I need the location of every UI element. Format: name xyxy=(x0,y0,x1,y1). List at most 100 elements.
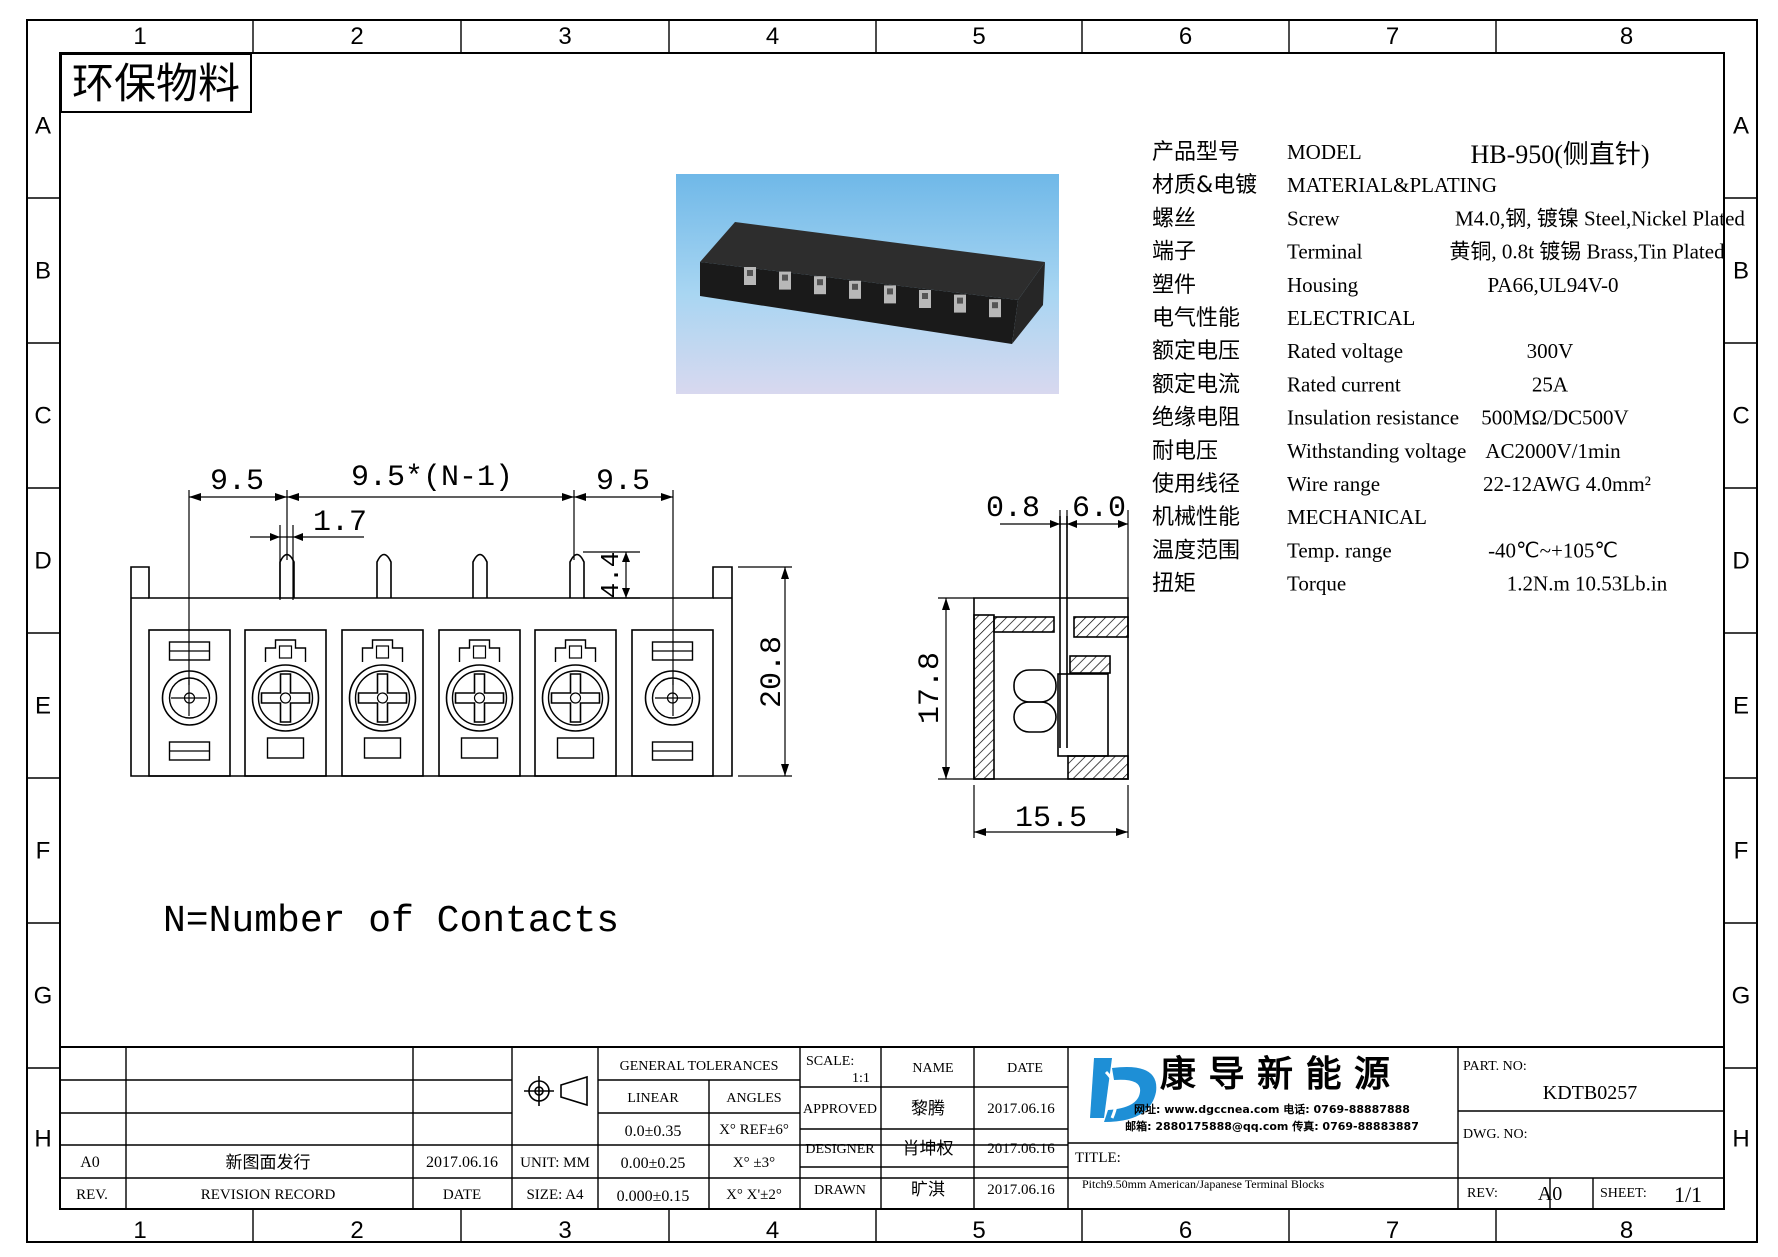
spec-label-cn: 使用线径 xyxy=(1152,472,1240,497)
grid-row-label: A xyxy=(1733,113,1749,140)
spec-value: 500MΩ/DC500V xyxy=(1481,406,1628,430)
spec-label-cn: 绝缘电阻 xyxy=(1152,406,1240,431)
approved-label: APPROVED xyxy=(803,1102,877,1117)
spec-label-en: ELECTRICAL xyxy=(1287,306,1415,330)
terminal-cell xyxy=(534,629,617,777)
note-contacts: N=Number of Contacts xyxy=(163,900,619,943)
grid-col-label: 7 xyxy=(1386,23,1399,50)
spec-label-cn: 温度范围 xyxy=(1152,538,1240,563)
linear-tol: 0.000±0.15 xyxy=(617,1188,690,1205)
front-view xyxy=(130,553,733,777)
designer-label: DESIGNER xyxy=(805,1142,875,1157)
general-tolerances: GENERAL TOLERANCES xyxy=(620,1059,779,1074)
dim-pin-height: 4.4 xyxy=(596,552,626,599)
eco-stamp-box xyxy=(60,53,252,113)
record-header: REVISION RECORD xyxy=(201,1187,336,1203)
outer-border xyxy=(26,19,1758,1243)
title-value: Pitch9.50mm American/Japanese Terminal B… xyxy=(1082,1177,1325,1191)
grid-row-label: C xyxy=(34,403,51,430)
spec-value: PA66,UL94V-0 xyxy=(1488,273,1619,297)
dim-side-width: 6.0 xyxy=(1072,492,1126,526)
grid-col-label: 3 xyxy=(558,1217,571,1244)
grid-col-label: 6 xyxy=(1179,23,1192,50)
grid-col-label: 5 xyxy=(972,1217,985,1244)
spec-label-en: MATERIAL&PLATING xyxy=(1287,173,1497,197)
spec-label-en: Insulation resistance xyxy=(1287,406,1459,430)
grid-row-label: A xyxy=(35,113,51,140)
spec-label-cn: 扭矩 xyxy=(1152,572,1196,597)
spec-label-en: Housing xyxy=(1287,273,1359,297)
grid-col-label: 6 xyxy=(1179,1217,1192,1244)
drawn-name: 旷淇 xyxy=(911,1180,945,1200)
spec-label-en: Rated current xyxy=(1287,372,1401,396)
spec-label-cn: 材质&电镀 xyxy=(1152,173,1257,198)
linear-tol: 0.0±0.35 xyxy=(625,1123,682,1140)
dim-side-thickness: 0.8 xyxy=(986,492,1040,526)
grid-col-label: 7 xyxy=(1386,1217,1399,1244)
title-block xyxy=(60,1046,1724,1209)
terminal-cell xyxy=(438,629,521,777)
dim-pin-width: 1.7 xyxy=(313,506,367,540)
grid-row-label: G xyxy=(34,983,53,1010)
dim-side-base: 15.5 xyxy=(1015,802,1087,836)
rev-row-date: 2017.06.16 xyxy=(426,1154,498,1171)
spec-label-cn: 机械性能 xyxy=(1152,505,1240,530)
angle-tol: X° X'±2° xyxy=(726,1187,782,1203)
unit-label: UNIT: MM xyxy=(520,1155,590,1171)
spec-label-en: Torque xyxy=(1287,572,1346,596)
spec-value: 1.2N.m 10.53Lb.in xyxy=(1507,572,1668,596)
spec-value: 黄铜, 0.8t 镀锡 Brass,Tin Plated xyxy=(1449,240,1725,264)
spec-value: -40℃~+105℃ xyxy=(1488,538,1618,562)
spec-label-en: Terminal xyxy=(1287,240,1363,264)
spec-label-en: Withstanding voltage xyxy=(1287,439,1466,463)
linear-tol: 0.00±0.25 xyxy=(621,1155,686,1172)
terminal-cell xyxy=(341,629,424,777)
spec-value: AC2000V/1min xyxy=(1485,439,1621,463)
pin xyxy=(569,553,585,598)
scale-label: SCALE: xyxy=(806,1054,854,1069)
spec-value: 300V xyxy=(1527,339,1574,363)
rev-header: REV. xyxy=(76,1187,108,1203)
grid-row-label: E xyxy=(35,693,51,720)
side-dimensions xyxy=(938,510,1129,838)
linear-header: LINEAR xyxy=(627,1091,679,1106)
spec-label-en: Screw xyxy=(1287,206,1340,230)
grid-col-label: 8 xyxy=(1620,1217,1633,1244)
grid-col-label: 3 xyxy=(558,23,571,50)
screw-head-icon xyxy=(445,664,514,732)
angle-tol: X° REF±6° xyxy=(719,1122,789,1138)
inner-border xyxy=(59,52,1725,1210)
spec-value: 22-12AWG 4.0mm² xyxy=(1483,472,1651,496)
terminal-cell xyxy=(244,629,327,777)
company-contact-1: 网址: www.dgccnea.com 电话: 0769-88887888 xyxy=(1134,1102,1410,1116)
grid-row-label: H xyxy=(1732,1126,1749,1153)
spec-value: M4.0,钢, 镀镍 Steel,Nickel Plated xyxy=(1455,206,1745,230)
spec-label-en: MODEL xyxy=(1287,140,1362,164)
spec-label-cn: 电气性能 xyxy=(1152,306,1240,331)
grid-row-label: C xyxy=(1732,403,1749,430)
grid-col-label: 1 xyxy=(133,1217,146,1244)
dim-height: 20.8 xyxy=(756,636,790,708)
dim-pitch-right: 9.5 xyxy=(596,465,650,499)
screw-head-icon xyxy=(251,664,320,732)
grid-row-label: D xyxy=(1732,548,1749,575)
angles-header: ANGLES xyxy=(726,1091,781,1106)
spec-label-cn: 耐电压 xyxy=(1152,439,1218,464)
grid-row-label: E xyxy=(1733,693,1749,720)
pin xyxy=(472,553,488,598)
pin xyxy=(376,553,392,598)
spec-label-en: Wire range xyxy=(1287,472,1380,496)
designer-name: 肖坤权 xyxy=(903,1139,954,1159)
part-number: KDTB0257 xyxy=(1543,1082,1637,1104)
spec-label-en: MECHANICAL xyxy=(1287,505,1427,529)
spec-label-en: Temp. range xyxy=(1287,538,1392,562)
name-header: NAME xyxy=(912,1061,953,1076)
drawn-label: DRAWN xyxy=(814,1183,866,1198)
dim-pitch-mid: 9.5*(N-1) xyxy=(351,461,513,495)
sheet-value: 1/1 xyxy=(1674,1182,1702,1207)
pin xyxy=(279,553,295,598)
eco-stamp: 环保物料 xyxy=(72,59,240,108)
